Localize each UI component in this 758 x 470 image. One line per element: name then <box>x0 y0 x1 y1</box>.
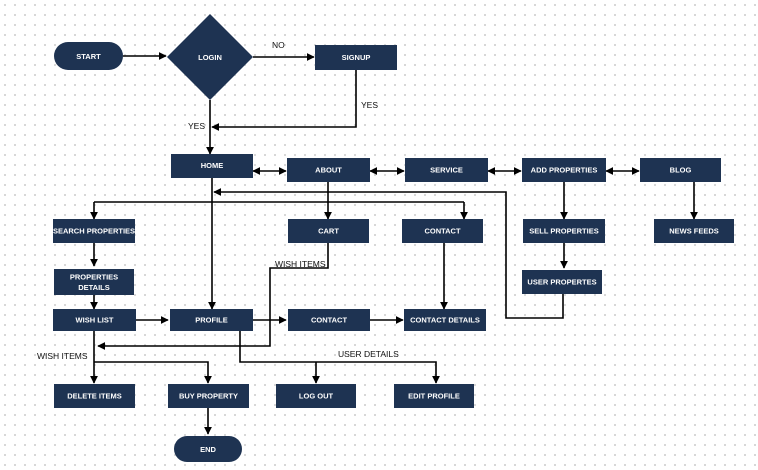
label-user-details: USER DETAILS <box>338 349 399 359</box>
node-cart-label: CART <box>318 227 339 236</box>
node-edit-profile-label: EDIT PROFILE <box>408 392 460 401</box>
node-contact-details-label: CONTACT DETAILS <box>410 316 480 325</box>
node-cart[interactable]: CART <box>288 219 369 243</box>
node-contact-details[interactable]: CONTACT DETAILS <box>404 309 486 331</box>
label-yes-signup: YES <box>361 100 378 110</box>
node-news-feeds[interactable]: NEWS FEEDS <box>654 219 734 243</box>
node-wish-list-label: WISH LIST <box>76 316 114 325</box>
node-edit-profile[interactable]: EDIT PROFILE <box>394 384 474 408</box>
node-end[interactable]: END <box>174 436 242 462</box>
node-add-properties-label: ADD PROPERTIES <box>531 166 598 175</box>
node-profile[interactable]: PROFILE <box>170 309 253 331</box>
edge-profile-userdetails <box>239 331 440 384</box>
node-user-properties-label: USER PROPERTES <box>527 278 596 287</box>
node-sell-properties[interactable]: SELL PROPERTIES <box>523 219 605 243</box>
node-search-properties[interactable]: SEARCH PROPERTIES <box>53 219 135 243</box>
node-home-label: HOME <box>201 161 224 170</box>
node-home[interactable]: HOME <box>171 154 253 178</box>
node-contact-mid[interactable]: CONTACT <box>288 309 370 331</box>
flow-nodes: START LOGIN SIGNUP HOME ABOUT SERVICE AD… <box>53 14 734 462</box>
node-delete-items-label: DELETE ITEMS <box>67 392 122 401</box>
node-delete-items[interactable]: DELETE ITEMS <box>54 384 135 408</box>
edge-wishlist-buy <box>94 361 212 384</box>
edge-cart-wishlist <box>97 243 329 350</box>
label-no: NO <box>272 40 285 50</box>
node-about-label: ABOUT <box>315 166 342 175</box>
node-signup[interactable]: SIGNUP <box>315 45 397 70</box>
node-user-properties[interactable]: USER PROPERTES <box>522 270 602 294</box>
node-properties-details-line2: DETAILS <box>78 283 110 292</box>
node-start-label: START <box>76 52 101 61</box>
node-sell-properties-label: SELL PROPERTIES <box>529 227 598 236</box>
node-add-properties[interactable]: ADD PROPERTIES <box>522 158 606 182</box>
node-contact-top[interactable]: CONTACT <box>402 219 483 243</box>
label-yes-login: YES <box>188 121 205 131</box>
node-buy-property-label: BUY PROPERTY <box>179 392 238 401</box>
node-search-properties-label: SEARCH PROPERTIES <box>53 227 135 236</box>
connectors <box>90 52 698 435</box>
node-signup-label: SIGNUP <box>342 53 371 62</box>
node-start[interactable]: START <box>54 42 123 70</box>
node-wish-list[interactable]: WISH LIST <box>53 309 136 331</box>
node-blog[interactable]: BLOG <box>640 158 721 182</box>
node-blog-label: BLOG <box>670 166 692 175</box>
label-wish-items-cart: WISH ITEMS <box>275 259 326 269</box>
label-wish-items-list: WISH ITEMS <box>37 351 88 361</box>
node-log-out-label: LOG OUT <box>299 392 334 401</box>
node-contact-top-label: CONTACT <box>424 227 461 236</box>
node-service-label: SERVICE <box>430 166 463 175</box>
edge-labels: NO YES YES WISH ITEMS WISH ITEMS USER DE… <box>37 40 399 361</box>
node-login-label: LOGIN <box>198 53 222 62</box>
edge-signup-login <box>211 70 357 131</box>
node-login[interactable]: LOGIN <box>167 14 253 100</box>
node-end-label: END <box>200 445 216 454</box>
node-about[interactable]: ABOUT <box>287 158 370 182</box>
edge-user-home <box>213 188 564 319</box>
node-properties-details-line1: PROPERTIES <box>70 273 118 282</box>
node-buy-property[interactable]: BUY PROPERTY <box>168 384 249 408</box>
node-profile-label: PROFILE <box>195 316 228 325</box>
node-log-out[interactable]: LOG OUT <box>276 384 356 408</box>
node-news-feeds-label: NEWS FEEDS <box>669 227 719 236</box>
node-service[interactable]: SERVICE <box>405 158 488 182</box>
node-contact-mid-label: CONTACT <box>311 316 348 325</box>
node-properties-details[interactable]: PROPERTIES DETAILS <box>54 269 134 295</box>
